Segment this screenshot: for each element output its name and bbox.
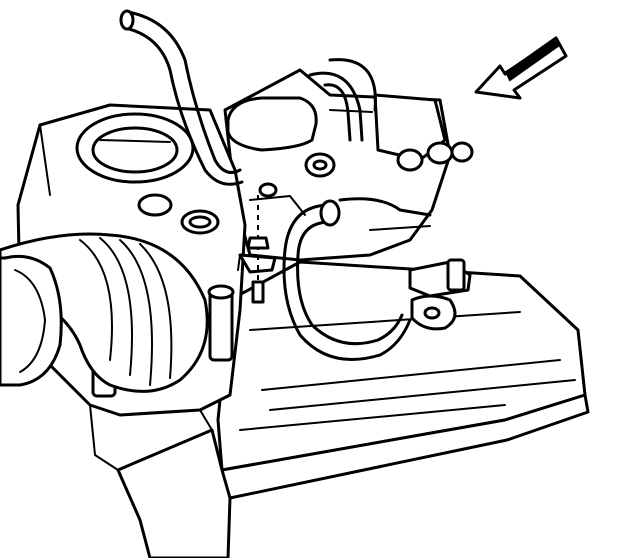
vacuum-hose-upper xyxy=(119,9,244,186)
call-out-arrow xyxy=(474,36,568,100)
mounting-bolt xyxy=(246,195,270,304)
intake-plenum xyxy=(223,68,474,262)
vacuum-hose-lower xyxy=(282,58,432,361)
electrical-connector xyxy=(408,258,472,331)
air-intake-duct xyxy=(0,232,209,393)
engine-cover xyxy=(116,260,590,558)
sensor-bracket xyxy=(237,253,277,274)
